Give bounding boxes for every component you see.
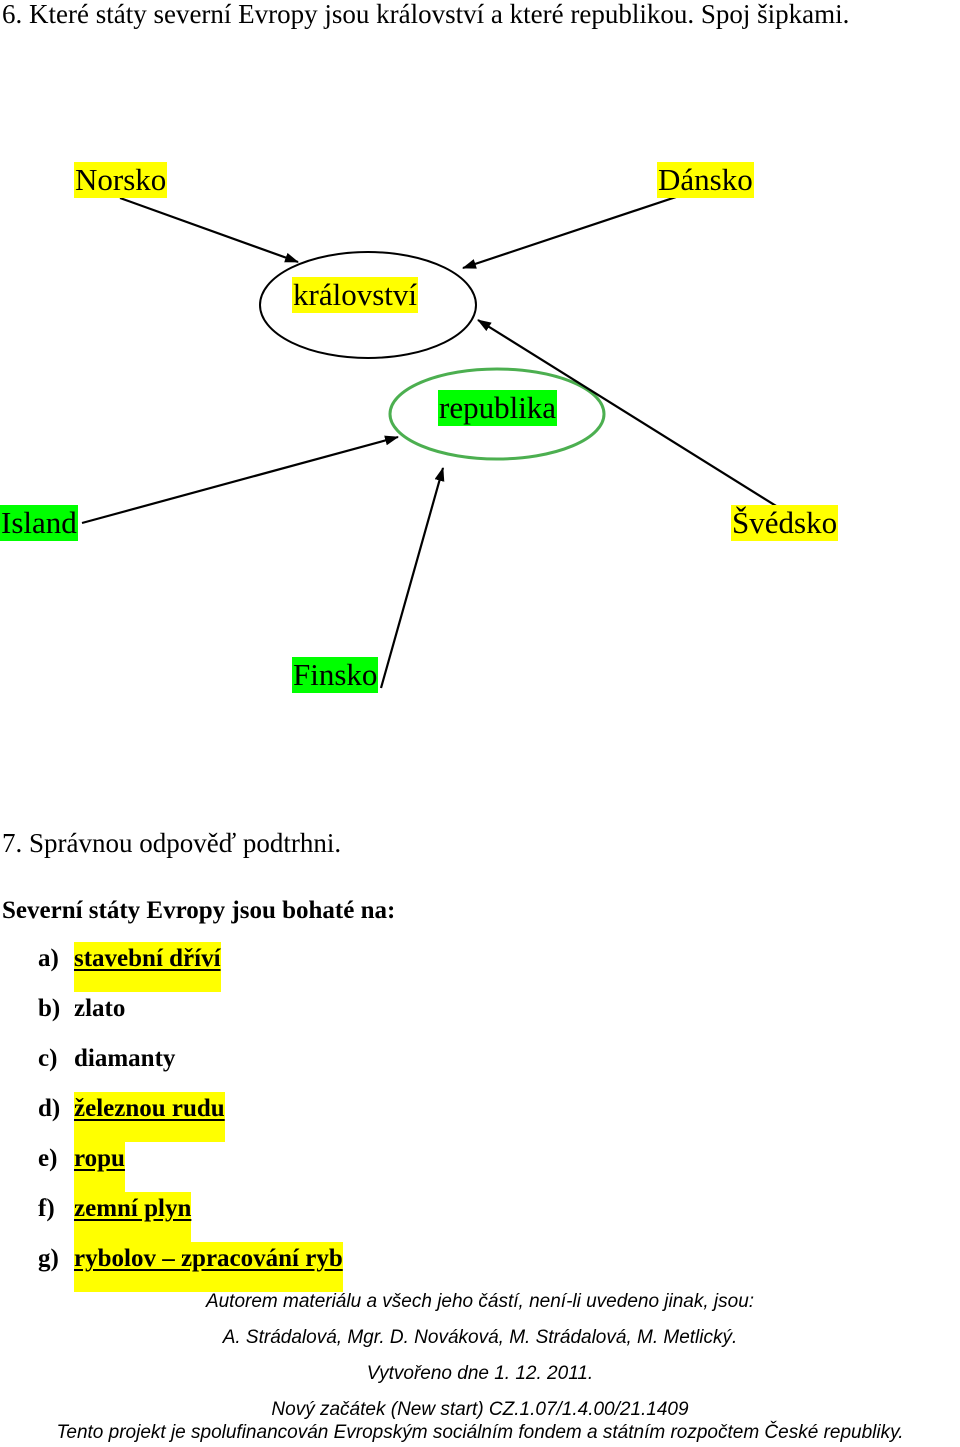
arrow-finsko-to-republika [379, 467, 445, 689]
option-letter: a) [38, 945, 59, 972]
answer-option: f) zemní plyn [38, 1192, 343, 1242]
answer-option: d) železnou rudu [38, 1092, 343, 1142]
arrow-svedsko-to-kralovstvi [477, 319, 798, 520]
option-letter: e) [38, 1145, 58, 1172]
option-text[interactable]: stavební dříví [74, 942, 221, 992]
country-island: Island [0, 505, 78, 541]
question-7-statement: Severní státy Evropy jsou bohaté na: [2, 897, 396, 924]
arrow-island-to-republika [81, 435, 399, 525]
option-letter: g) [38, 1245, 59, 1272]
arrow-norsko-to-kralovstvi [119, 196, 299, 264]
republic-ellipse [388, 367, 606, 461]
category-kralovstvi: království [292, 277, 418, 313]
answer-option: b) zlato [38, 992, 343, 1042]
answer-option: e) ropu [38, 1142, 343, 1192]
option-text[interactable]: diamanty [74, 1045, 176, 1072]
answer-option: a) stavební dříví [38, 942, 343, 992]
option-letter: b) [38, 995, 61, 1022]
country-dansko: Dánsko [657, 162, 754, 198]
question-6: 6. Které státy severní Evropy jsou králo… [2, 0, 850, 29]
option-text[interactable]: zlato [74, 995, 126, 1022]
footer-authors: A. Strádalová, Mgr. D. Nováková, M. Strá… [222, 1327, 738, 1348]
country-svedsko: Švédsko [731, 505, 839, 541]
option-text[interactable]: rybolov – zpracování ryb [74, 1242, 343, 1292]
footer-authors-intro: Autorem materiálu a všech jeho částí, ne… [205, 1291, 755, 1312]
option-text[interactable]: zemní plyn [74, 1192, 192, 1242]
question-7: 7. Správnou odpověď podtrhni. [2, 828, 342, 858]
category-republika: republika [438, 390, 558, 426]
footer-created-date: Vytvořeno dne 1. 12. 2011. [366, 1363, 594, 1384]
option-letter: d) [38, 1095, 61, 1122]
answer-option: c) diamanty [38, 1042, 343, 1092]
option-letter: f) [38, 1195, 55, 1222]
option-text[interactable]: železnou rudu [74, 1092, 225, 1142]
country-matching-diagram [81, 188, 798, 689]
option-letter: c) [38, 1045, 58, 1072]
answer-options-list: a) stavební dříví b) zlato c) diamanty d) že… [38, 942, 343, 1292]
answer-option: g) rybolov – zpracování ryb [38, 1242, 343, 1292]
footer-project-code: Nový začátek (New start) CZ.1.07/1.4.00/… [271, 1399, 689, 1420]
kingdom-ellipse [259, 251, 477, 359]
footer-funding-note: Tento projekt je spolufinancován Evropsk… [56, 1422, 904, 1443]
country-finsko: Finsko [292, 657, 379, 693]
arrow-dansko-to-kralovstvi [462, 188, 698, 270]
country-norsko: Norsko [74, 162, 168, 198]
option-text[interactable]: ropu [74, 1142, 125, 1192]
